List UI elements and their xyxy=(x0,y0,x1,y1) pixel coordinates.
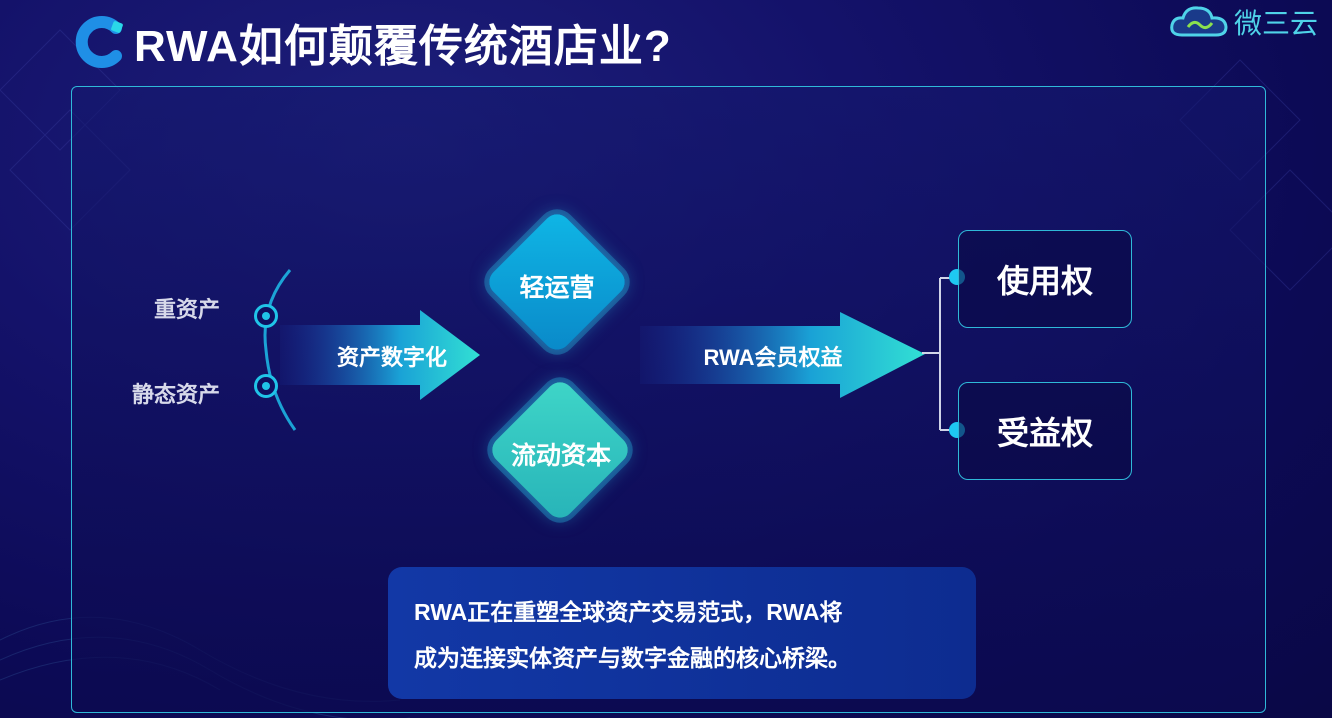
c-logo-icon xyxy=(72,14,128,70)
ring-node-heavy-asset xyxy=(254,304,278,328)
right-bracket xyxy=(922,277,952,431)
page-title: RWA如何颠覆传统酒店业? xyxy=(134,22,672,71)
arrow-label-digitization: 资产数字化 xyxy=(336,345,447,370)
label-light-operation: 轻运营 xyxy=(519,274,595,302)
summary-line-1: RWA正在重塑全球资产交易范式，RWA将 xyxy=(414,599,843,625)
summary-box: RWA正在重塑全球资产交易范式，RWA将 成为连接实体资产与数字金融的核心桥梁。 xyxy=(388,567,976,699)
brand-name: 微三云 xyxy=(1233,8,1318,39)
arrow-label-rwa-membership: RWA会员权益 xyxy=(703,345,843,370)
cloud-logo-icon xyxy=(1170,6,1228,37)
page-header: RWA如何颠覆传统酒店业? xyxy=(72,10,672,74)
ring-node-static-asset xyxy=(254,374,278,398)
arrow-rwa-membership xyxy=(640,312,925,398)
label-static-asset: 静态资产 xyxy=(132,382,221,407)
left-bracket xyxy=(263,269,297,431)
summary-line-2: 成为连接实体资产与数字金融的核心桥梁。 xyxy=(414,645,851,671)
label-liquid-capital: 流动资本 xyxy=(510,442,611,470)
box-benefit-right: 受益权 xyxy=(958,382,1132,480)
box-usage-right: 使用权 xyxy=(958,230,1132,328)
label-heavy-asset: 重资产 xyxy=(154,297,221,322)
arrow-digitization xyxy=(280,310,480,400)
brand-logo: 微三云 xyxy=(1168,2,1318,42)
